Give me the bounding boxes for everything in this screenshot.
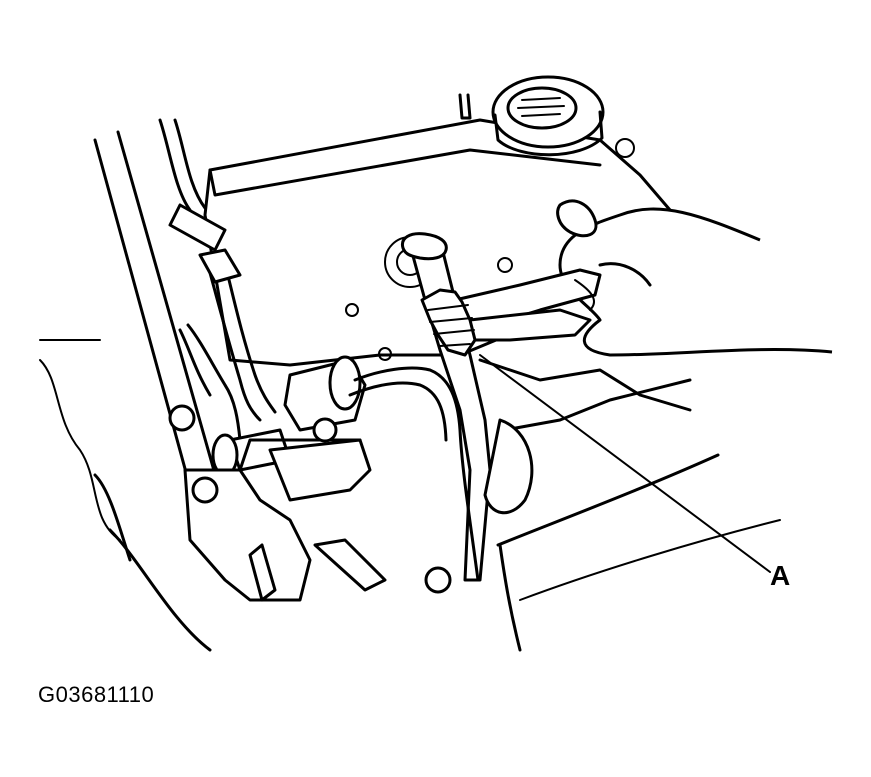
callout-label-a: A: [770, 560, 791, 591]
intake-manifold: [478, 358, 781, 652]
figure-code: G03681110: [38, 682, 155, 707]
callout-a-leader: [479, 354, 771, 573]
hand-with-pliers: [453, 199, 833, 357]
oil-filler-cap: [491, 75, 605, 157]
intake-body: [93, 404, 452, 652]
hose-with-clamp: [400, 232, 492, 582]
vacuum-tubes: [158, 118, 277, 442]
